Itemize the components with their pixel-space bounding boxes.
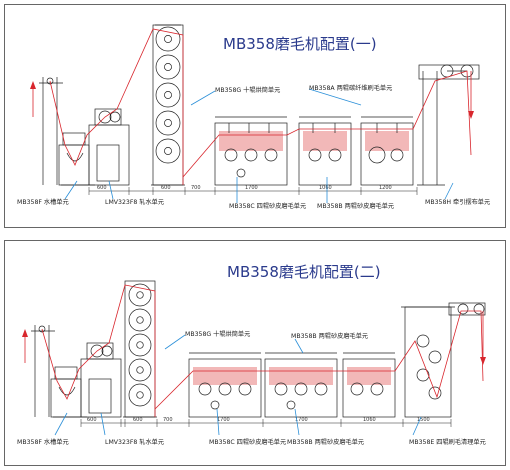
config-1-title: MB358磨毛机配置(一): [223, 35, 377, 53]
label2-m358b: MB358B 两辊砂皮磨毛单元: [291, 333, 369, 340]
drying-roll: [128, 283, 152, 307]
dim-2-0: 600: [87, 417, 97, 423]
machine-diagram-2: 600 600 700 1700 1700 1060 1500: [22, 280, 486, 436]
drying-roll-hub: [136, 391, 144, 399]
drying-roll-hub: [136, 316, 144, 324]
drying-roll-hub: [164, 147, 172, 155]
drying-roll-hub: [136, 366, 144, 374]
dim-2-1: 600: [133, 417, 143, 423]
label-m358g: MB358G 十辊烘筒单元: [215, 87, 281, 94]
dim-1-0: 600: [97, 185, 107, 191]
label-m358h: MB358H 牵引摆布单元: [425, 199, 491, 206]
drying-roll: [155, 54, 181, 80]
drying-roll: [155, 26, 181, 52]
dim-2-6: 1500: [417, 417, 430, 423]
drying-roll-hub: [136, 341, 144, 349]
label2-m358e: MB358E 四辊刷毛清理单元: [409, 439, 486, 446]
drying-roll: [128, 308, 152, 332]
config-panel-2: MB358磨毛机配置(二): [4, 240, 506, 466]
drying-rolls-2: [128, 283, 152, 407]
drying-roll-hub: [164, 119, 172, 127]
dim-1-2: 700: [191, 185, 201, 191]
drying-roll-hub: [164, 63, 172, 71]
drying-roll-hub: [136, 291, 144, 299]
label-m358b: MB358B 两辊砂皮磨毛单元: [317, 203, 395, 210]
drying-roll: [155, 138, 181, 164]
label2-m358g: MB358G 十辊烘筒单元: [185, 331, 251, 338]
drying-roll: [155, 110, 181, 136]
drying-roll-hub: [164, 91, 172, 99]
label-m358a: MB358A 两辊碳纤维刷毛单元: [309, 85, 393, 92]
dim-1-5: 1200: [379, 185, 392, 191]
label-lmv: LMV323F8 轧水单元: [105, 199, 165, 206]
drying-rolls: [155, 26, 181, 164]
dim-2-2: 700: [163, 417, 173, 423]
label-m358f: MB358F 水槽单元: [17, 199, 69, 206]
label2-m358f: MB358F 水槽单元: [17, 439, 69, 446]
label2-m358b-bottom: MB358B 两辊砂皮磨毛单元: [287, 439, 365, 446]
drying-roll: [128, 383, 152, 407]
drying-roll-hub: [164, 35, 172, 43]
drying-roll: [128, 333, 152, 357]
label2-m358c: MB358C 四辊砂皮磨毛单元: [209, 439, 287, 446]
machine-diagram-1: 600 600 700 1700 1060 1200: [30, 24, 480, 203]
drying-roll: [155, 82, 181, 108]
drying-roll: [128, 358, 152, 382]
label-m358c: MB358C 四辊砂皮磨毛单元: [229, 203, 307, 210]
dim-1-4: 1060: [319, 185, 332, 191]
dim-2-4: 1700: [295, 417, 308, 423]
dim-2-3: 1700: [217, 417, 230, 423]
config-panel-1: MB358磨毛机配置(一): [4, 4, 506, 228]
label2-lmv: LMV323F8 轧水单元: [105, 439, 165, 446]
dim-2-5: 1060: [363, 417, 376, 423]
dim-1-1: 600: [161, 185, 171, 191]
dim-1-3: 1700: [245, 185, 258, 191]
config-2-title: MB358磨毛机配置(二): [227, 263, 381, 281]
